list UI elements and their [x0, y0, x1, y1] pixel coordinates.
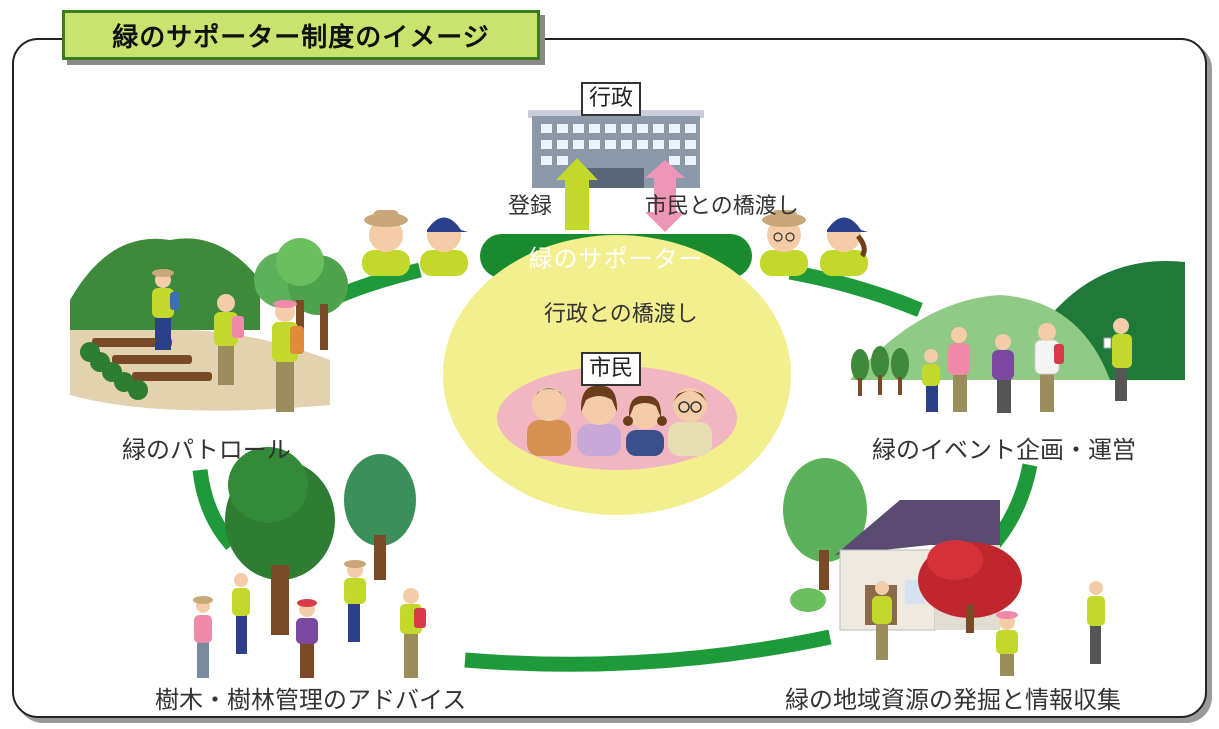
supporters-right	[760, 210, 868, 276]
explorer-figure	[996, 611, 1018, 676]
explorer-figure	[872, 581, 892, 660]
supporter-figure	[820, 217, 868, 276]
advisor-figure	[296, 599, 318, 678]
advisor-figure	[400, 588, 426, 678]
diagram-title: 緑のサポーター制度のイメージ	[62, 10, 540, 60]
citizens-group	[527, 385, 712, 456]
hiker-figure	[272, 300, 304, 412]
ring-arc-left	[192, 469, 238, 551]
large-tree	[225, 447, 335, 635]
hiker-figure	[152, 269, 180, 350]
bridge-government-label: 行政との橋渡し	[544, 302, 698, 327]
supporter-figure	[760, 210, 808, 276]
advisor-figure	[193, 596, 213, 678]
bridge-arrow-top	[645, 160, 685, 232]
small-tree	[344, 454, 416, 580]
activity-resources-label: 緑の地域資源の発掘と情報収集	[785, 686, 1121, 714]
citizen-woman	[577, 385, 621, 456]
citizen-man	[527, 387, 571, 456]
supporters-left	[362, 210, 468, 276]
activity-advice-label: 樹木・樹林管理のアドバイス	[155, 686, 467, 714]
register-arrow	[556, 158, 598, 230]
advice-scene	[193, 447, 426, 678]
activity-event-label: 緑のイベント企画・運営	[872, 436, 1136, 464]
advisor-figure	[344, 560, 366, 642]
event-scene	[850, 260, 1185, 413]
ring-arc-bottom	[464, 629, 832, 672]
patrol-tree	[254, 238, 348, 350]
resources-scene	[783, 458, 1105, 676]
supporter-figure	[362, 210, 410, 276]
hiker-figure	[1034, 323, 1064, 412]
hiker-figure	[992, 334, 1014, 413]
left-tree	[783, 458, 867, 590]
supporter-label: 緑のサポーター	[528, 244, 704, 273]
explorer-figure	[1087, 581, 1105, 664]
citizens-label: 市民	[581, 352, 642, 386]
hiker-figure	[948, 327, 970, 412]
advisor-figure	[232, 573, 250, 654]
hiker-figure	[922, 349, 940, 412]
register-label: 登録	[508, 194, 553, 219]
activity-patrol-label: 緑のパトロール	[122, 436, 291, 464]
guide-figure	[1103, 318, 1132, 401]
hiker-figure	[214, 294, 244, 385]
ring-arc-top-right	[788, 264, 923, 317]
citizen-girl	[623, 395, 667, 456]
government-label: 行政	[581, 82, 642, 116]
citizen-elder	[668, 388, 712, 456]
supporter-figure	[420, 217, 468, 276]
shrub	[790, 588, 826, 612]
patrol-scene	[70, 238, 348, 412]
maple-tree	[918, 540, 1022, 633]
event-trees	[851, 346, 909, 396]
bridge-citizens-label: 市民との橋渡し	[645, 194, 799, 219]
